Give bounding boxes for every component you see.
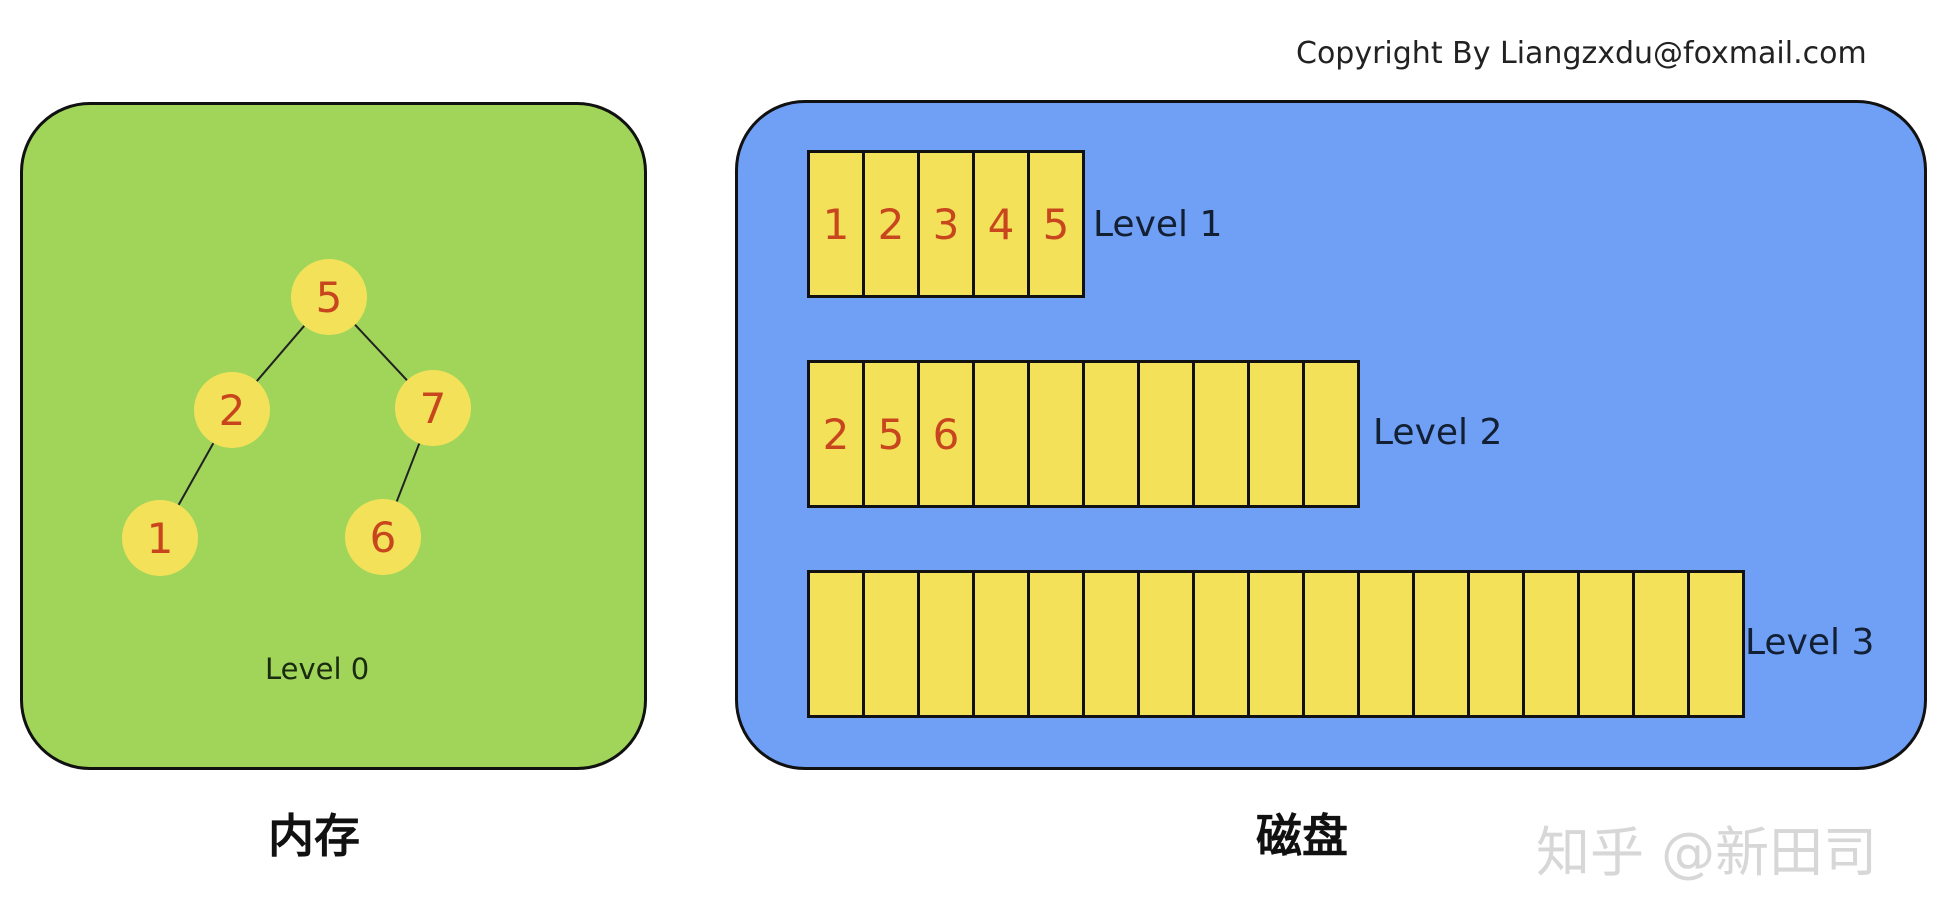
level-3-cell bbox=[1470, 573, 1525, 715]
level-1-cell: 3 bbox=[920, 153, 975, 295]
level-3-cell bbox=[1635, 573, 1690, 715]
level-3-cell bbox=[1250, 573, 1305, 715]
tree-node-label: 6 bbox=[370, 513, 397, 562]
level-1-cell: 2 bbox=[865, 153, 920, 295]
tree-node-label: 7 bbox=[420, 384, 447, 433]
level-2-cell bbox=[1140, 363, 1195, 505]
tree-node-circle bbox=[291, 259, 367, 335]
tree-node-circle bbox=[194, 372, 270, 448]
level-3-cell bbox=[1030, 573, 1085, 715]
level-2-label: Level 2 bbox=[1373, 412, 1503, 453]
tree-node-6: 6 bbox=[345, 499, 421, 575]
watermark-text: 知乎 @新田司 bbox=[1536, 821, 1878, 884]
level-2-cell bbox=[1305, 363, 1357, 505]
level-2-cell bbox=[1250, 363, 1305, 505]
level-2-cell: 6 bbox=[920, 363, 975, 505]
memory-caption: 内存 bbox=[268, 809, 360, 863]
level-1-cell: 5 bbox=[1042, 199, 1070, 249]
tree-node-2: 2 bbox=[194, 372, 270, 448]
level-3-cell bbox=[1085, 573, 1140, 715]
level-0-label: Level 0 bbox=[265, 652, 370, 686]
level-3-cell bbox=[975, 573, 1030, 715]
tree-node-circle bbox=[345, 499, 421, 575]
tree-node-circle bbox=[122, 500, 198, 576]
level-2-cell: 5 bbox=[865, 363, 920, 505]
level-3-cell bbox=[810, 573, 865, 715]
level-3-cell bbox=[1525, 573, 1580, 715]
tree-edge-n7-n6 bbox=[395, 443, 421, 502]
level-2-cell bbox=[1085, 363, 1140, 505]
level-3-label: Level 3 bbox=[1745, 622, 1875, 663]
memory-panel bbox=[20, 102, 647, 770]
copyright-text: Copyright By Liangzxdu@foxmail.com bbox=[1296, 36, 1867, 71]
tree-node-circle bbox=[395, 370, 471, 446]
level-2-cell bbox=[975, 363, 1030, 505]
tree-node-1: 1 bbox=[122, 500, 198, 576]
level-3-cell bbox=[1580, 573, 1635, 715]
level-3-sstables bbox=[807, 570, 1745, 718]
level-3-cell bbox=[1415, 573, 1470, 715]
level-2-cell bbox=[1030, 363, 1085, 505]
tree-node-label: 2 bbox=[219, 386, 246, 435]
tree-edge-n5-n2 bbox=[255, 325, 306, 382]
level-1-cell: 1 bbox=[810, 153, 865, 295]
level-1-label: Level 1 bbox=[1093, 204, 1223, 245]
tree-node-7: 7 bbox=[395, 370, 471, 446]
level-3-cell bbox=[1360, 573, 1415, 715]
level-1-cell: 4 bbox=[975, 153, 1030, 295]
tree-edge-n5-n7 bbox=[354, 324, 408, 381]
level-3-cell bbox=[1690, 573, 1742, 715]
tree-edge-n2-n1 bbox=[177, 442, 215, 506]
level-2-cell: 2 bbox=[810, 363, 865, 505]
level-3-cell bbox=[865, 573, 920, 715]
tree-node-5: 5 bbox=[291, 259, 367, 335]
tree-node-label: 1 bbox=[147, 514, 174, 563]
level-2-cell bbox=[1195, 363, 1250, 505]
level-3-cell bbox=[1140, 573, 1195, 715]
level-3-cell bbox=[920, 573, 975, 715]
tree-node-label: 5 bbox=[316, 273, 343, 322]
disk-caption: 磁盘 bbox=[1256, 809, 1348, 863]
level-3-cell bbox=[1195, 573, 1250, 715]
level-3-cell bbox=[1305, 573, 1360, 715]
